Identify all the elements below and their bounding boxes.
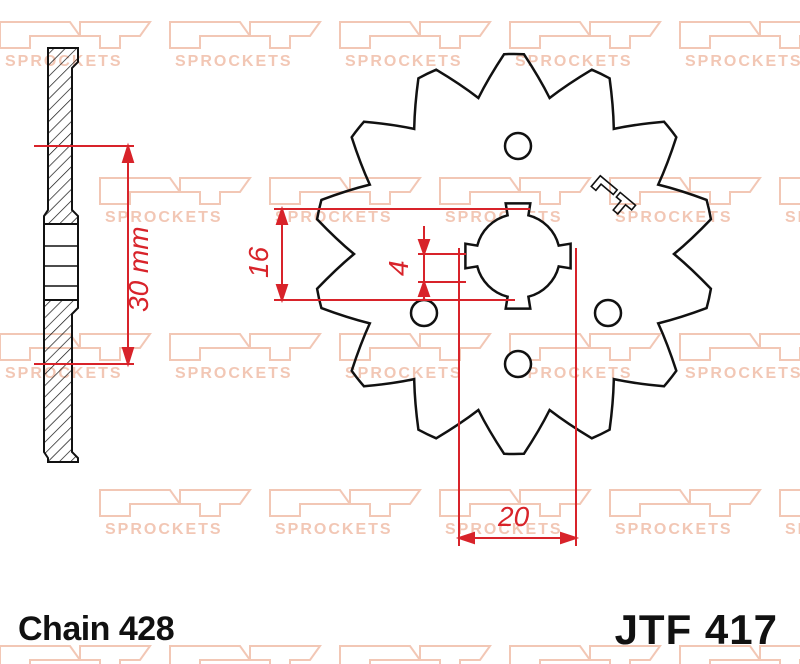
- side-hub: [43, 223, 79, 301]
- watermark-layer: SPROCKETS SPROCKETS SPROCKETS SPROCKETS SPRO…: [0, 21, 800, 664]
- watermark-text: SPROCKETS: [685, 53, 800, 70]
- watermark-tile: SPROCKETS: [609, 177, 762, 226]
- bolt-hole-4: [503, 349, 533, 379]
- watermark-tile: SPROCKETS: [99, 177, 252, 226]
- offset-dim-arrow-right: [560, 531, 580, 545]
- watermark-text: SPROCKETS: [685, 365, 800, 382]
- watermark-text: SPROCKETS: [785, 521, 800, 538]
- spline-dim-text: 16: [243, 246, 274, 278]
- watermark-text: SPROCKETS: [515, 365, 633, 382]
- watermark-text: SPROCKETS: [105, 521, 223, 538]
- watermark-text: SPROCKETS: [345, 365, 463, 382]
- watermark-tile: SPROCKETS: [679, 21, 800, 70]
- watermark-text: SPROCKETS: [105, 209, 223, 226]
- spline-dim-arrow-top: [275, 205, 289, 225]
- watermark-text: SPROCKETS: [615, 209, 733, 226]
- watermark-tile: SPROCKETS: [679, 333, 800, 382]
- jt-logo-icon: [590, 174, 637, 216]
- side-profile-lower: [43, 299, 79, 463]
- spline-dim-arrow-bottom: [275, 284, 289, 304]
- watermark-tile: SPROCKETS: [779, 489, 800, 538]
- part-number: JTF 417: [614, 606, 778, 653]
- offset-dim-arrow-left: [455, 531, 475, 545]
- dimensions: [34, 142, 580, 546]
- watermark-tile: SPROCKETS: [509, 21, 662, 70]
- watermark-tile: SPROCKETS: [0, 645, 152, 664]
- bolt-hole-2: [409, 298, 439, 328]
- bolt-holes: [409, 131, 623, 379]
- sprocket-outline: [315, 52, 713, 456]
- watermark-tile: SPROCKETS: [99, 489, 252, 538]
- watermark-tile: SPROCKETS: [779, 177, 800, 226]
- center-spline: [464, 202, 572, 310]
- watermark-tile: SPROCKETS: [169, 645, 322, 664]
- watermark-text: SPROCKETS: [615, 521, 733, 538]
- watermark-text: SPROCKETS: [175, 53, 293, 70]
- watermark-text: SPROCKETS: [275, 209, 393, 226]
- side-view: [43, 47, 79, 463]
- watermark-text: SPROCKETS: [175, 365, 293, 382]
- watermark-tile: SPROCKETS: [679, 645, 800, 664]
- watermark-text: SPROCKETS: [515, 53, 633, 70]
- key-dim-text: 4: [383, 260, 414, 276]
- bolt-hole-3: [593, 298, 623, 328]
- watermark-tile: SPROCKETS: [339, 21, 492, 70]
- width-dim-arrow-bottom: [121, 347, 135, 368]
- watermark-tile: SPROCKETS: [509, 333, 662, 382]
- watermark-text: SPROCKETS: [275, 521, 393, 538]
- watermark-tile: SPROCKETS: [269, 177, 422, 226]
- key-dim-arrow-bottom: [417, 279, 431, 297]
- watermark-tile: SPROCKETS: [169, 21, 322, 70]
- side-profile-upper: [43, 47, 79, 225]
- chain-label: Chain 428: [18, 610, 175, 648]
- bolt-hole-1: [503, 131, 533, 161]
- watermark-tile: SPROCKETS: [339, 645, 492, 664]
- watermark-tile: SPROCKETS: [509, 645, 662, 664]
- width-dim-arrow-top: [121, 142, 135, 163]
- width-dim-text: 30 mm: [123, 226, 154, 312]
- watermark-text: SPROCKETS: [345, 53, 463, 70]
- watermark-tile: SPROCKETS: [169, 333, 322, 382]
- watermark-text: SPROCKETS: [785, 209, 800, 226]
- front-view: [315, 52, 713, 456]
- watermark-tile: SPROCKETS: [609, 489, 762, 538]
- watermark-tile: SPROCKETS: [269, 489, 422, 538]
- offset-dim-text: 20: [497, 501, 530, 532]
- watermark-tile: SPROCKETS: [339, 333, 492, 382]
- key-dim-arrow-top: [417, 239, 431, 257]
